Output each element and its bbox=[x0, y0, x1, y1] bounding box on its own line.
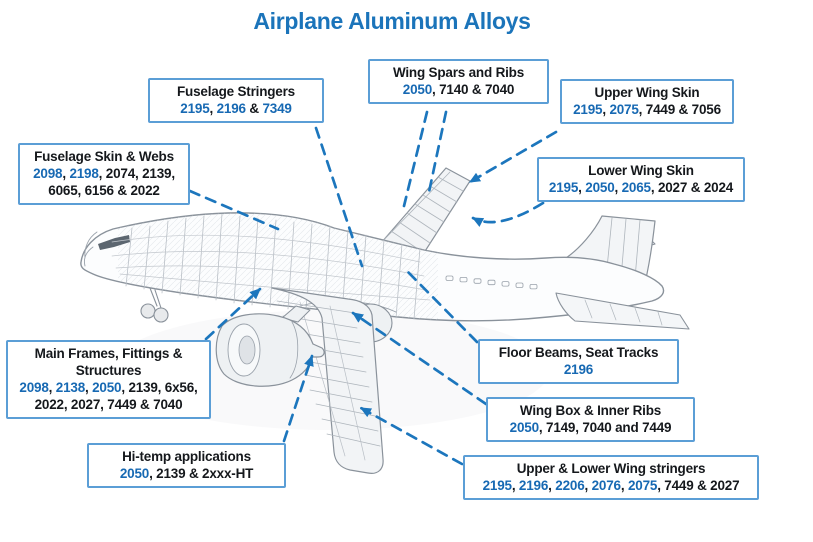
callout-wing-box-inner-ribs: Wing Box & Inner Ribs 2050, 7149, 7040 a… bbox=[486, 397, 695, 442]
arrow-upper-wing-skin bbox=[468, 130, 558, 184]
callout-upper-wing-skin: Upper Wing Skin 2195, 2075, 7449 & 7056 bbox=[560, 79, 734, 124]
callout-alloys: 2098, 2198, 2074, 2139, 6065, 6156 & 202… bbox=[33, 166, 175, 198]
callout-title: Upper & Lower Wing stringers bbox=[516, 461, 706, 476]
callout-alloys: 2050, 7140 & 7040 bbox=[402, 82, 515, 97]
near-stabilizer bbox=[555, 292, 690, 330]
callout-alloys: 2195, 2075, 7449 & 7056 bbox=[573, 102, 721, 117]
arrow-wing-spars-1 bbox=[402, 110, 429, 208]
callout-alloys: 2050, 7149, 7040 and 7449 bbox=[509, 420, 672, 435]
callout-floor-beams-seat-tracks: Floor Beams, Seat Tracks 2196 bbox=[478, 339, 679, 384]
callout-title: Lower Wing Skin bbox=[588, 163, 694, 178]
near-engine bbox=[215, 305, 325, 387]
arrow-floor-beams bbox=[406, 270, 479, 344]
near-wing bbox=[271, 287, 384, 474]
callout-alloys: 2050, 2139 & 2xxx-HT bbox=[119, 466, 254, 481]
callout-upper-lower-wing-stringers: Upper & Lower Wing stringers 2195, 2196,… bbox=[463, 455, 759, 500]
arrow-wing-box bbox=[351, 311, 488, 406]
callout-alloys: 2195, 2196 & 7349 bbox=[180, 101, 292, 116]
callout-fuselage-skin-webs: Fuselage Skin & Webs 2098, 2198, 2074, 2… bbox=[18, 143, 190, 205]
arrow-hi-temp bbox=[282, 354, 314, 443]
callout-title: Hi-temp applications bbox=[122, 449, 251, 464]
callout-fuselage-stringers: Fuselage Stringers 2195, 2196 & 7349 bbox=[148, 78, 324, 123]
arrow-lower-wing-skin bbox=[471, 201, 545, 227]
page-title: Airplane Aluminum Alloys bbox=[253, 8, 531, 34]
callout-main-frames-fittings-structures: Main Frames, Fittings & Structures 2098,… bbox=[6, 340, 211, 419]
callout-title: Main Frames, Fittings & Structures bbox=[34, 346, 183, 378]
callout-alloys: 2195, 2196, 2206, 2076, 2075, 7449 & 202… bbox=[482, 478, 740, 493]
callout-title: Wing Spars and Ribs bbox=[392, 65, 525, 80]
callout-alloys: 2195, 2050, 2065, 2027 & 2024 bbox=[548, 180, 734, 195]
arrow-fuselage-skin-webs bbox=[188, 189, 280, 231]
arrow-fuselage-stringers bbox=[314, 126, 364, 268]
callout-title: Wing Box & Inner Ribs bbox=[519, 403, 662, 418]
callout-title: Fuselage Stringers bbox=[177, 84, 295, 99]
arrow-upper-lower-stringers bbox=[359, 406, 464, 466]
callout-title: Floor Beams, Seat Tracks bbox=[498, 345, 659, 360]
callout-alloys: 2098, 2138, 2050, 2139, 6x56, 2022, 2027… bbox=[19, 380, 198, 412]
callout-title: Fuselage Skin & Webs bbox=[34, 149, 174, 164]
callout-title: Upper Wing Skin bbox=[594, 85, 700, 100]
callout-alloys: 2196 bbox=[563, 362, 594, 377]
callout-arrows bbox=[188, 110, 558, 466]
callout-lower-wing-skin: Lower Wing Skin 2195, 2050, 2065, 2027 &… bbox=[537, 157, 745, 202]
arrow-wing-spars-2 bbox=[427, 110, 448, 194]
cockpit-windows bbox=[98, 235, 130, 250]
arrow-main-frames bbox=[204, 287, 262, 341]
callout-hi-temp-applications: Hi-temp applications 2050, 2139 & 2xxx-H… bbox=[87, 443, 286, 488]
nose-landing-gear bbox=[140, 287, 169, 323]
callout-wing-spars-and-ribs: Wing Spars and Ribs 2050, 7140 & 7040 bbox=[368, 59, 549, 104]
